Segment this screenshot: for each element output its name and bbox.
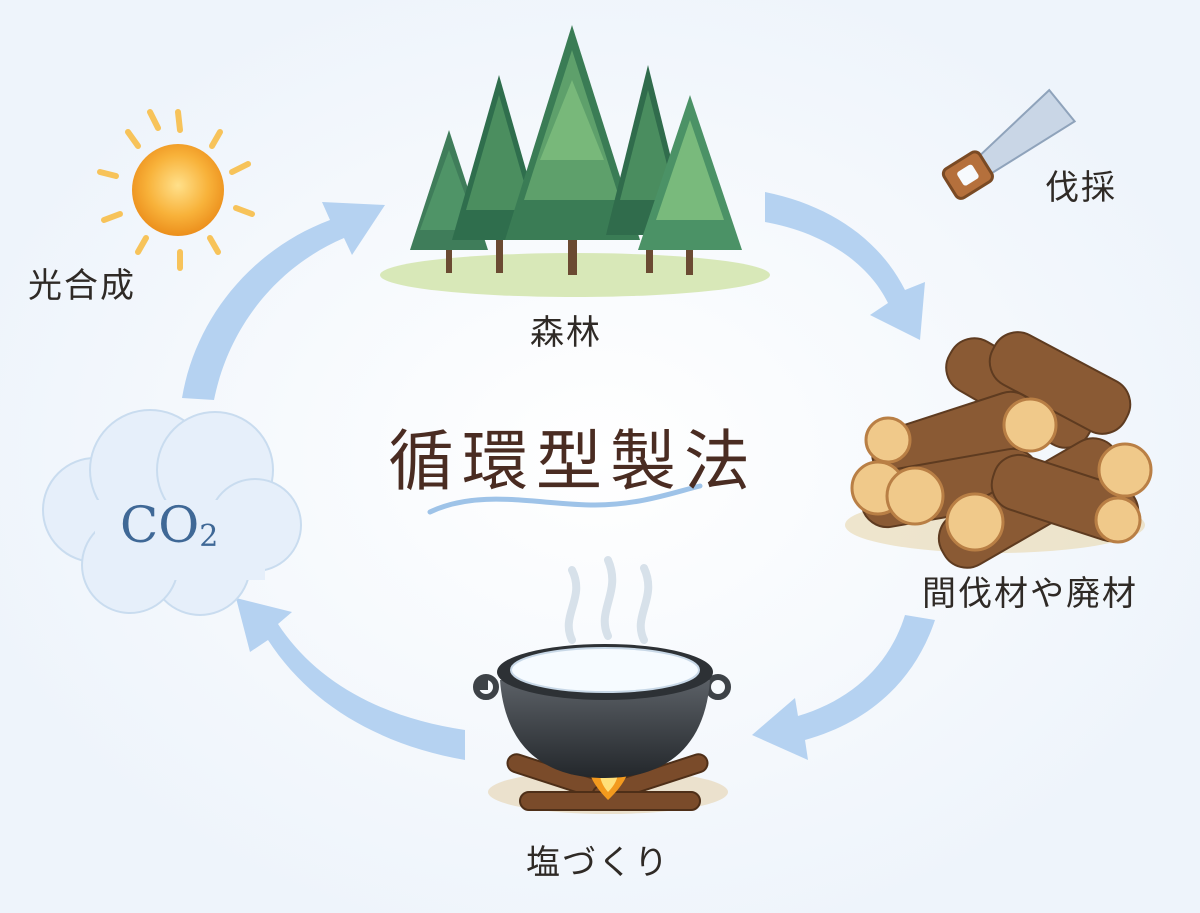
salt-label: 塩づくり xyxy=(526,843,670,883)
title-wave xyxy=(427,483,703,515)
arrow-salt-to-co2 xyxy=(236,598,465,760)
co2-label: CO2 xyxy=(120,496,218,554)
steam-icon xyxy=(564,556,653,644)
photosynthesis-label: 光合成 xyxy=(28,266,136,306)
diagram-title: 循環型製法 xyxy=(388,423,758,500)
arrow-co2-to-forest xyxy=(182,202,385,400)
co2-main: CO xyxy=(120,496,200,554)
cloud-icon xyxy=(42,409,302,616)
sun-icon xyxy=(97,109,255,271)
saw-icon xyxy=(941,88,1077,200)
logs-icon xyxy=(845,331,1153,569)
wood-label: 間伐材や廃材 xyxy=(922,574,1138,614)
forest-icon xyxy=(380,25,770,297)
co2-subscript: 2 xyxy=(199,519,219,554)
arrow-forest-to-wood xyxy=(765,192,925,340)
felling-label: 伐採 xyxy=(1045,168,1117,208)
arrow-wood-to-salt xyxy=(752,615,935,760)
pot-icon xyxy=(473,644,731,814)
forest-label: 森林 xyxy=(530,313,602,353)
cycle-arrows xyxy=(182,192,935,760)
